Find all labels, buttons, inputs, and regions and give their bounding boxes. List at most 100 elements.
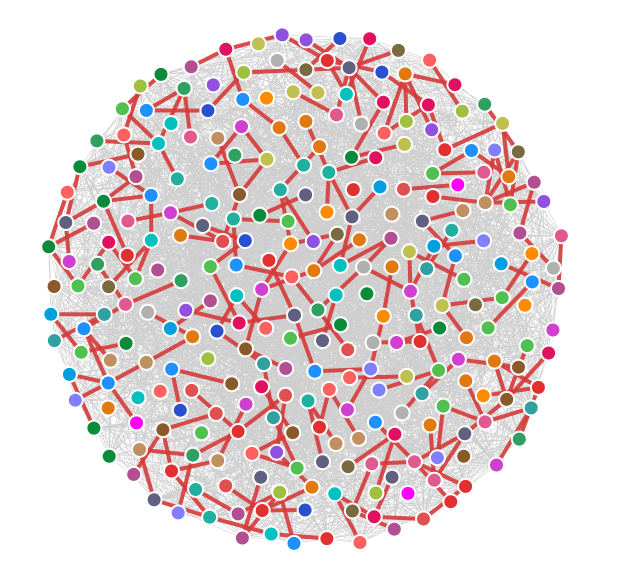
- graph-node[interactable]: [423, 121, 441, 139]
- graph-node[interactable]: [375, 124, 393, 142]
- graph-node[interactable]: [382, 229, 400, 247]
- graph-node[interactable]: [449, 176, 467, 194]
- graph-node[interactable]: [340, 59, 358, 77]
- graph-node[interactable]: [493, 289, 511, 307]
- graph-node[interactable]: [235, 63, 253, 81]
- graph-node[interactable]: [95, 305, 113, 323]
- graph-node[interactable]: [297, 186, 315, 204]
- graph-node[interactable]: [99, 374, 117, 392]
- graph-node[interactable]: [184, 446, 202, 464]
- graph-node[interactable]: [362, 360, 380, 378]
- graph-node[interactable]: [85, 419, 103, 437]
- graph-node[interactable]: [328, 106, 345, 124]
- graph-node[interactable]: [284, 83, 302, 101]
- graph-node[interactable]: [552, 227, 570, 245]
- graph-node[interactable]: [492, 255, 510, 273]
- graph-node[interactable]: [202, 155, 220, 173]
- graph-node[interactable]: [125, 465, 143, 483]
- graph-node[interactable]: [449, 350, 467, 368]
- graph-node[interactable]: [127, 168, 145, 186]
- graph-node[interactable]: [366, 413, 384, 431]
- graph-node[interactable]: [428, 449, 446, 467]
- graph-node[interactable]: [100, 278, 118, 296]
- graph-node[interactable]: [314, 453, 331, 471]
- graph-node[interactable]: [273, 26, 291, 44]
- graph-node[interactable]: [243, 444, 261, 462]
- graph-node[interactable]: [488, 456, 505, 474]
- graph-node[interactable]: [152, 65, 170, 83]
- graph-node[interactable]: [253, 502, 271, 519]
- graph-node[interactable]: [486, 141, 504, 159]
- graph-node[interactable]: [522, 399, 540, 417]
- graph-node[interactable]: [264, 409, 282, 427]
- graph-node[interactable]: [338, 401, 356, 419]
- graph-node[interactable]: [343, 148, 360, 166]
- graph-node[interactable]: [350, 231, 368, 249]
- graph-node[interactable]: [476, 194, 494, 212]
- graph-node[interactable]: [529, 378, 547, 396]
- graph-node[interactable]: [544, 321, 562, 339]
- graph-node[interactable]: [434, 397, 452, 415]
- graph-node[interactable]: [199, 350, 217, 368]
- graph-node[interactable]: [352, 115, 370, 133]
- graph-node[interactable]: [331, 256, 349, 274]
- graph-node[interactable]: [383, 205, 401, 223]
- graph-node[interactable]: [350, 429, 368, 447]
- graph-node[interactable]: [442, 493, 460, 511]
- graph-node[interactable]: [318, 203, 336, 221]
- graph-node[interactable]: [320, 380, 338, 398]
- graph-node[interactable]: [341, 369, 359, 387]
- graph-node[interactable]: [209, 129, 227, 147]
- graph-node[interactable]: [161, 320, 179, 337]
- graph-node[interactable]: [229, 423, 247, 440]
- graph-node[interactable]: [145, 491, 163, 509]
- graph-node[interactable]: [228, 287, 246, 305]
- graph-node[interactable]: [397, 112, 415, 130]
- graph-node[interactable]: [255, 355, 273, 373]
- graph-node[interactable]: [131, 77, 149, 95]
- graph-node[interactable]: [201, 292, 219, 310]
- graph-node[interactable]: [137, 101, 155, 119]
- graph-node[interactable]: [344, 181, 362, 199]
- graph-node[interactable]: [475, 232, 493, 250]
- graph-node[interactable]: [284, 424, 302, 442]
- graph-node[interactable]: [297, 61, 315, 79]
- graph-node[interactable]: [453, 102, 471, 120]
- graph-node[interactable]: [236, 232, 254, 250]
- graph-node[interactable]: [101, 351, 119, 369]
- graph-node[interactable]: [277, 360, 295, 377]
- graph-node[interactable]: [454, 202, 472, 220]
- graph-node[interactable]: [183, 381, 201, 399]
- graph-node[interactable]: [494, 114, 512, 132]
- graph-node[interactable]: [383, 468, 401, 486]
- graph-node[interactable]: [421, 416, 439, 434]
- graph-node[interactable]: [327, 435, 345, 453]
- graph-node[interactable]: [184, 328, 202, 346]
- graph-node[interactable]: [400, 243, 418, 261]
- graph-node[interactable]: [407, 306, 425, 324]
- graph-node[interactable]: [258, 150, 276, 168]
- graph-node[interactable]: [476, 95, 494, 113]
- graph-node[interactable]: [363, 455, 381, 473]
- graph-node[interactable]: [100, 233, 118, 251]
- graph-node[interactable]: [233, 529, 251, 547]
- graph-node[interactable]: [154, 421, 172, 439]
- graph-node[interactable]: [270, 119, 288, 137]
- graph-node[interactable]: [217, 40, 235, 58]
- graph-node[interactable]: [131, 441, 148, 458]
- graph-node[interactable]: [297, 31, 315, 49]
- graph-node[interactable]: [162, 204, 179, 222]
- graph-node[interactable]: [457, 477, 475, 495]
- graph-node[interactable]: [40, 238, 58, 256]
- graph-node[interactable]: [201, 258, 219, 276]
- graph-node[interactable]: [229, 505, 247, 523]
- graph-node[interactable]: [208, 322, 226, 340]
- graph-node[interactable]: [282, 235, 300, 253]
- graph-node[interactable]: [171, 401, 189, 419]
- graph-node[interactable]: [279, 212, 297, 230]
- graph-node[interactable]: [415, 510, 432, 528]
- graph-node[interactable]: [182, 128, 199, 146]
- graph-node[interactable]: [129, 389, 147, 407]
- graph-node[interactable]: [201, 508, 219, 526]
- graph-node[interactable]: [431, 319, 449, 337]
